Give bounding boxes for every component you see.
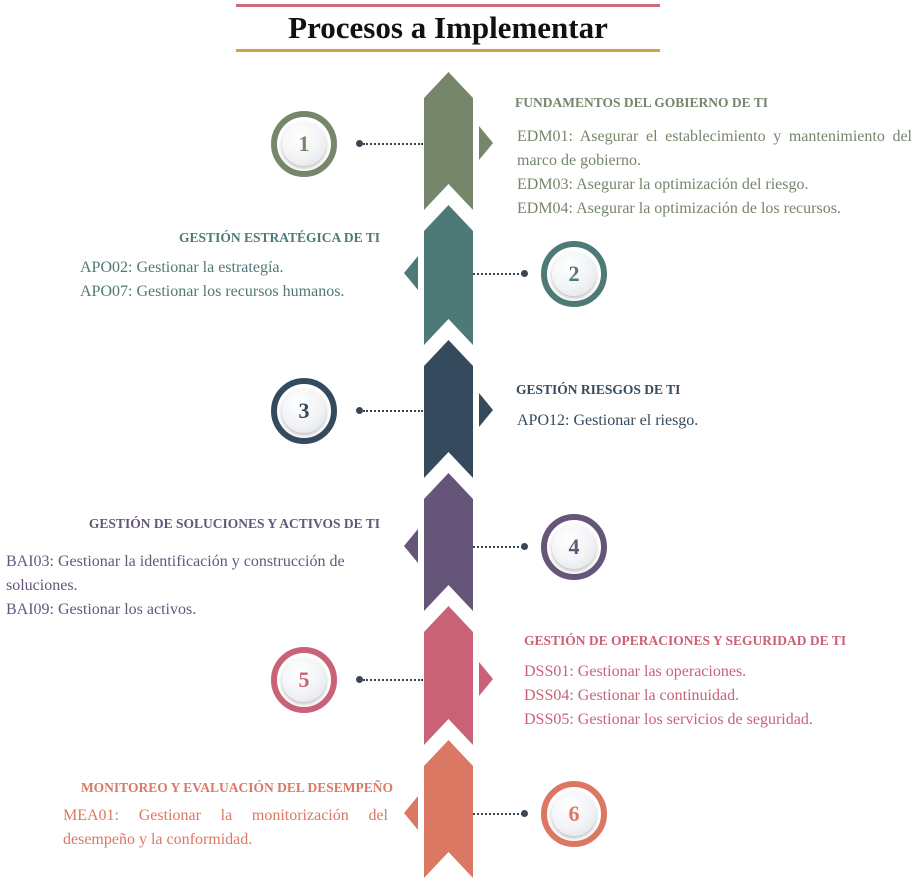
connector-line-6 [473, 813, 523, 815]
step-item: DSS01: Gestionar las operaciones. [524, 663, 747, 680]
title-top-rule [236, 4, 660, 7]
connector-dot-4 [521, 543, 528, 550]
step-number-2: 2 [552, 252, 596, 296]
connector-line-3 [363, 410, 423, 412]
step-item: DSS05: Gestionar los servicios de seguri… [524, 711, 813, 728]
step-heading-3: GESTIÓN RIESGOS DE TI [516, 382, 681, 397]
connector-line-4 [473, 546, 523, 548]
title-block: Procesos a Implementar [236, 4, 660, 52]
step-item: EDM03: Asegurar la optimización del ries… [517, 176, 809, 193]
step-number-6: 6 [552, 792, 596, 836]
step-badge-5: 5 [271, 647, 337, 713]
step-item: BAI03: Gestionar la identificación y con… [6, 553, 345, 594]
timeline-segment-5 [424, 606, 473, 745]
timeline-pointer-5 [479, 662, 493, 696]
title-bottom-rule [236, 49, 660, 52]
timeline-pointer-1 [479, 126, 493, 160]
connector-dot-1 [356, 140, 363, 147]
step-heading-5: GESTIÓN DE OPERACIONES Y SEGURIDAD DE TI [524, 633, 847, 648]
step-item: EDM01: Asegurar el establecimiento y man… [517, 128, 912, 169]
step-items-6: MEA01: Gestionar la monitorización del d… [63, 804, 388, 852]
connector-dot-3 [356, 407, 363, 414]
timeline-segment-1 [424, 72, 473, 210]
step-heading-1: FUNDAMENTOS DEL GOBIERNO DE TI [515, 95, 769, 110]
step-item: BAI09: Gestionar los activos. [6, 601, 197, 618]
page-title: Procesos a Implementar [288, 10, 608, 45]
step-item: APO12: Gestionar el riesgo. [517, 412, 699, 429]
timeline-pointer-2 [404, 256, 418, 290]
step-number-5: 5 [282, 658, 326, 702]
step-badge-2: 2 [541, 241, 607, 307]
step-items-3: APO12: Gestionar el riesgo. [517, 409, 897, 433]
connector-line-2 [473, 273, 523, 275]
step-badge-1: 1 [271, 111, 337, 177]
connector-line-5 [363, 679, 423, 681]
step-item: APO02: Gestionar la estrategía. [80, 259, 284, 276]
timeline-segment-4 [424, 473, 473, 611]
step-item: APO07: Gestionar los recursos humanos. [80, 283, 345, 300]
connector-dot-5 [356, 676, 363, 683]
step-items-5: DSS01: Gestionar las operaciones. DSS04:… [524, 660, 904, 732]
step-heading-6: MONITOREO Y EVALUACIÓN DEL DESEMPEÑO [80, 780, 393, 795]
step-number-4: 4 [552, 525, 596, 569]
connector-dot-2 [521, 270, 528, 277]
connector-line-1 [363, 143, 423, 145]
step-item: MEA01: Gestionar la monitorización del d… [63, 807, 388, 848]
timeline-segment-3 [424, 340, 473, 478]
timeline-pointer-4 [404, 529, 418, 563]
timeline-segment-6 [424, 740, 473, 878]
step-badge-4: 4 [541, 514, 607, 580]
timeline-pointer-6 [404, 796, 418, 830]
timeline-pointer-3 [479, 393, 493, 427]
step-items-2: APO02: Gestionar la estrategía. APO07: G… [80, 256, 400, 304]
connector-dot-6 [521, 810, 528, 817]
step-badge-3: 3 [271, 378, 337, 444]
step-number-1: 1 [282, 122, 326, 166]
timeline-segment-2 [424, 205, 473, 345]
step-item: DSS04: Gestionar la continuidad. [524, 687, 740, 704]
step-heading-4: GESTIÓN DE SOLUCIONES Y ACTIVOS DE TI [88, 516, 380, 531]
step-heading-2: GESTIÓN ESTRATÉGICA DE TI [179, 230, 380, 245]
step-number-3: 3 [282, 389, 326, 433]
step-items-4: BAI03: Gestionar la identificación y con… [6, 550, 391, 622]
step-item: EDM04: Asegurar la optimización de los r… [517, 200, 841, 217]
step-items-1: EDM01: Asegurar el establecimiento y man… [517, 125, 912, 221]
step-badge-6: 6 [541, 781, 607, 847]
